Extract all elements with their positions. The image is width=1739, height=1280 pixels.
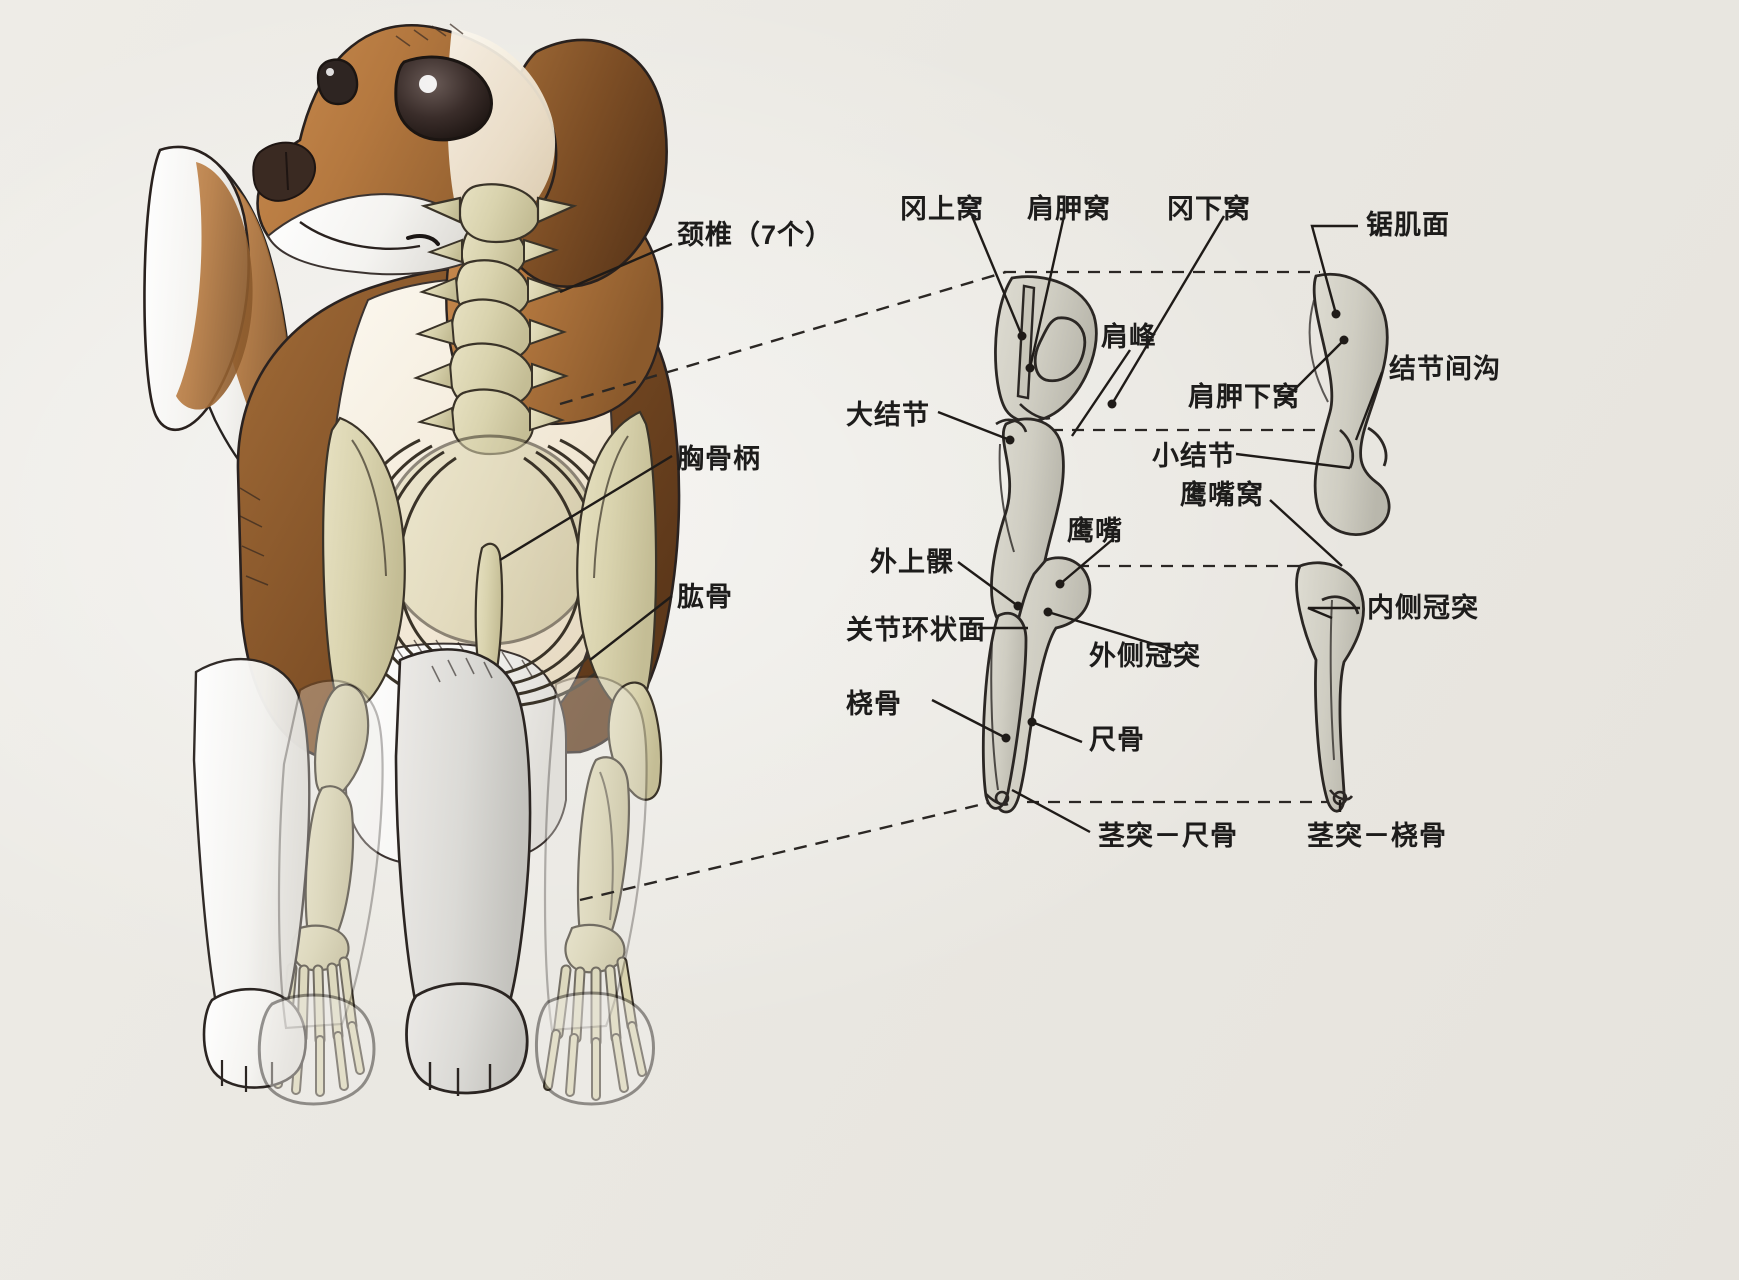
label-lateral-epicondyle: 外上髁 xyxy=(870,547,954,577)
label-styloid-ulna: 茎突－尺骨 xyxy=(1098,821,1238,851)
leader-dots xyxy=(1001,309,1349,743)
magnifier-guides xyxy=(559,270,1007,902)
label-greater-tubercle: 大结节 xyxy=(846,400,930,430)
label-articular-circumference: 关节环状面 xyxy=(846,615,986,645)
cervical-vertebrae xyxy=(412,183,578,456)
humerus-medial xyxy=(1312,272,1391,536)
paw-outlines xyxy=(257,991,655,1106)
label-lateral-coronoid: 外侧冠突 xyxy=(1089,641,1201,671)
label-styloid-radius: 茎突－桡骨 xyxy=(1307,821,1447,851)
nose xyxy=(252,141,317,202)
label-scapular-fossa: 肩胛窝 xyxy=(1027,194,1111,224)
label-humerus: 肱骨 xyxy=(677,582,733,612)
label-radius: 桡骨 xyxy=(846,689,902,719)
skeleton-overlay xyxy=(273,183,663,1101)
label-olecranon: 鹰嘴 xyxy=(1067,516,1123,546)
dog-head xyxy=(143,23,668,432)
label-infraspinous-fossa: 冈下窝 xyxy=(1167,194,1251,224)
near-legs-translucent xyxy=(277,675,648,1032)
level-lines xyxy=(1004,270,1334,804)
label-cervical-vertebrae: 颈椎（7个） xyxy=(677,220,834,250)
label-lesser-tubercle: 小结节 xyxy=(1152,441,1236,471)
label-manubrium: 胸骨柄 xyxy=(677,444,761,474)
scapula-right xyxy=(576,410,658,711)
front-legs xyxy=(192,648,532,1096)
paw-right-bones xyxy=(543,923,647,1101)
eye-left xyxy=(316,58,359,106)
enlargement-panel xyxy=(499,215,1391,902)
label-subscapular-fossa: 肩胛下窝 xyxy=(1188,382,1300,412)
label-intertubercular-groove: 结节间沟 xyxy=(1389,354,1501,384)
label-serratus-face: 锯肌面 xyxy=(1366,210,1450,240)
label-medial-coronoid: 内侧冠突 xyxy=(1367,593,1479,623)
humerus-left xyxy=(314,683,370,799)
label-ulna: 尺骨 xyxy=(1089,725,1145,755)
eye-right xyxy=(394,55,493,142)
leader-lines xyxy=(499,215,1384,834)
dog-illustration xyxy=(143,23,1391,1106)
label-supraspinous-fossa: 冈上窝 xyxy=(900,194,984,224)
scapula-left xyxy=(322,416,406,710)
label-acromion: 肩峰 xyxy=(1101,322,1157,352)
label-olecranon-fossa: 鹰嘴窝 xyxy=(1180,480,1264,510)
